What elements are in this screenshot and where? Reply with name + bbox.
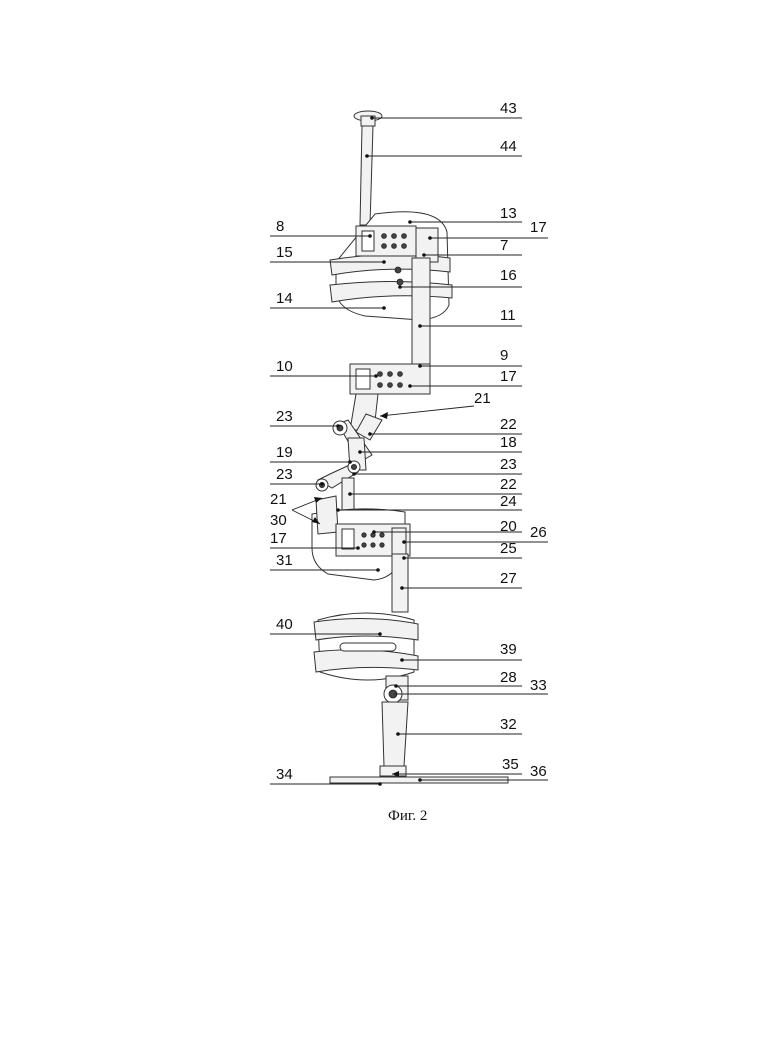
callout-label: 17 (500, 368, 517, 385)
buckle (395, 267, 401, 273)
callout-label: 26 (530, 524, 547, 541)
callout-label: 18 (500, 434, 517, 451)
callout-label: 28 (500, 669, 517, 686)
foot-mount (380, 766, 406, 776)
callout-label: 23 (276, 466, 293, 483)
callout-label: 16 (500, 267, 517, 284)
callout-label: 13 (500, 205, 517, 222)
exoskeleton-drawing (312, 111, 508, 783)
callout-label: 25 (500, 540, 517, 557)
callout-label: 36 (530, 763, 547, 780)
callout-label: 21 (474, 390, 491, 407)
callout-label: 31 (276, 552, 293, 569)
callout-label: 30 (270, 512, 287, 529)
callout-label: 11 (500, 307, 516, 324)
buckle (397, 279, 403, 285)
callout-label: 17 (530, 219, 547, 236)
callout-label: 24 (500, 493, 517, 510)
callout-label: 19 (276, 444, 293, 461)
callout-label: 33 (530, 677, 547, 694)
callout-label: 9 (500, 347, 508, 364)
arrow-head (380, 412, 388, 419)
shin-bar (392, 554, 408, 612)
thigh-bar (412, 258, 430, 366)
callout-label: 14 (276, 290, 293, 307)
upper-rod (360, 126, 373, 225)
callout-label: 32 (500, 716, 517, 733)
callout-label: 7 (500, 237, 508, 254)
knee-bracket-slot (356, 369, 370, 389)
callout-label: 22 (500, 476, 517, 493)
callout-label: 44 (500, 138, 517, 155)
callout-label: 20 (500, 518, 517, 535)
side-plate (416, 228, 438, 262)
callout-label: 17 (270, 530, 287, 547)
pivot-pin-center (351, 464, 356, 469)
callout-label: 23 (276, 408, 293, 425)
thigh-bracket-slot (362, 231, 374, 251)
shin-bracket-slot (342, 529, 354, 549)
callout-label: 39 (500, 641, 517, 658)
figure-caption: Фиг. 2 (388, 808, 427, 824)
lower-cuff-slot (340, 643, 396, 651)
callout-label: 22 (500, 416, 517, 433)
lower-link-bar (342, 478, 354, 512)
callout-label: 40 (276, 616, 293, 633)
callout-label: 34 (276, 766, 293, 783)
callout-label: 15 (276, 244, 293, 261)
callout-label: 21 (270, 491, 287, 508)
callout-label: 35 (502, 756, 519, 773)
shin-cuff-tab (316, 496, 338, 534)
callout-label: 10 (276, 358, 293, 375)
callout-label: 27 (500, 570, 517, 587)
callout-label: 23 (500, 456, 517, 473)
callout-label: 8 (276, 218, 284, 235)
callout-label: 43 (500, 100, 517, 117)
